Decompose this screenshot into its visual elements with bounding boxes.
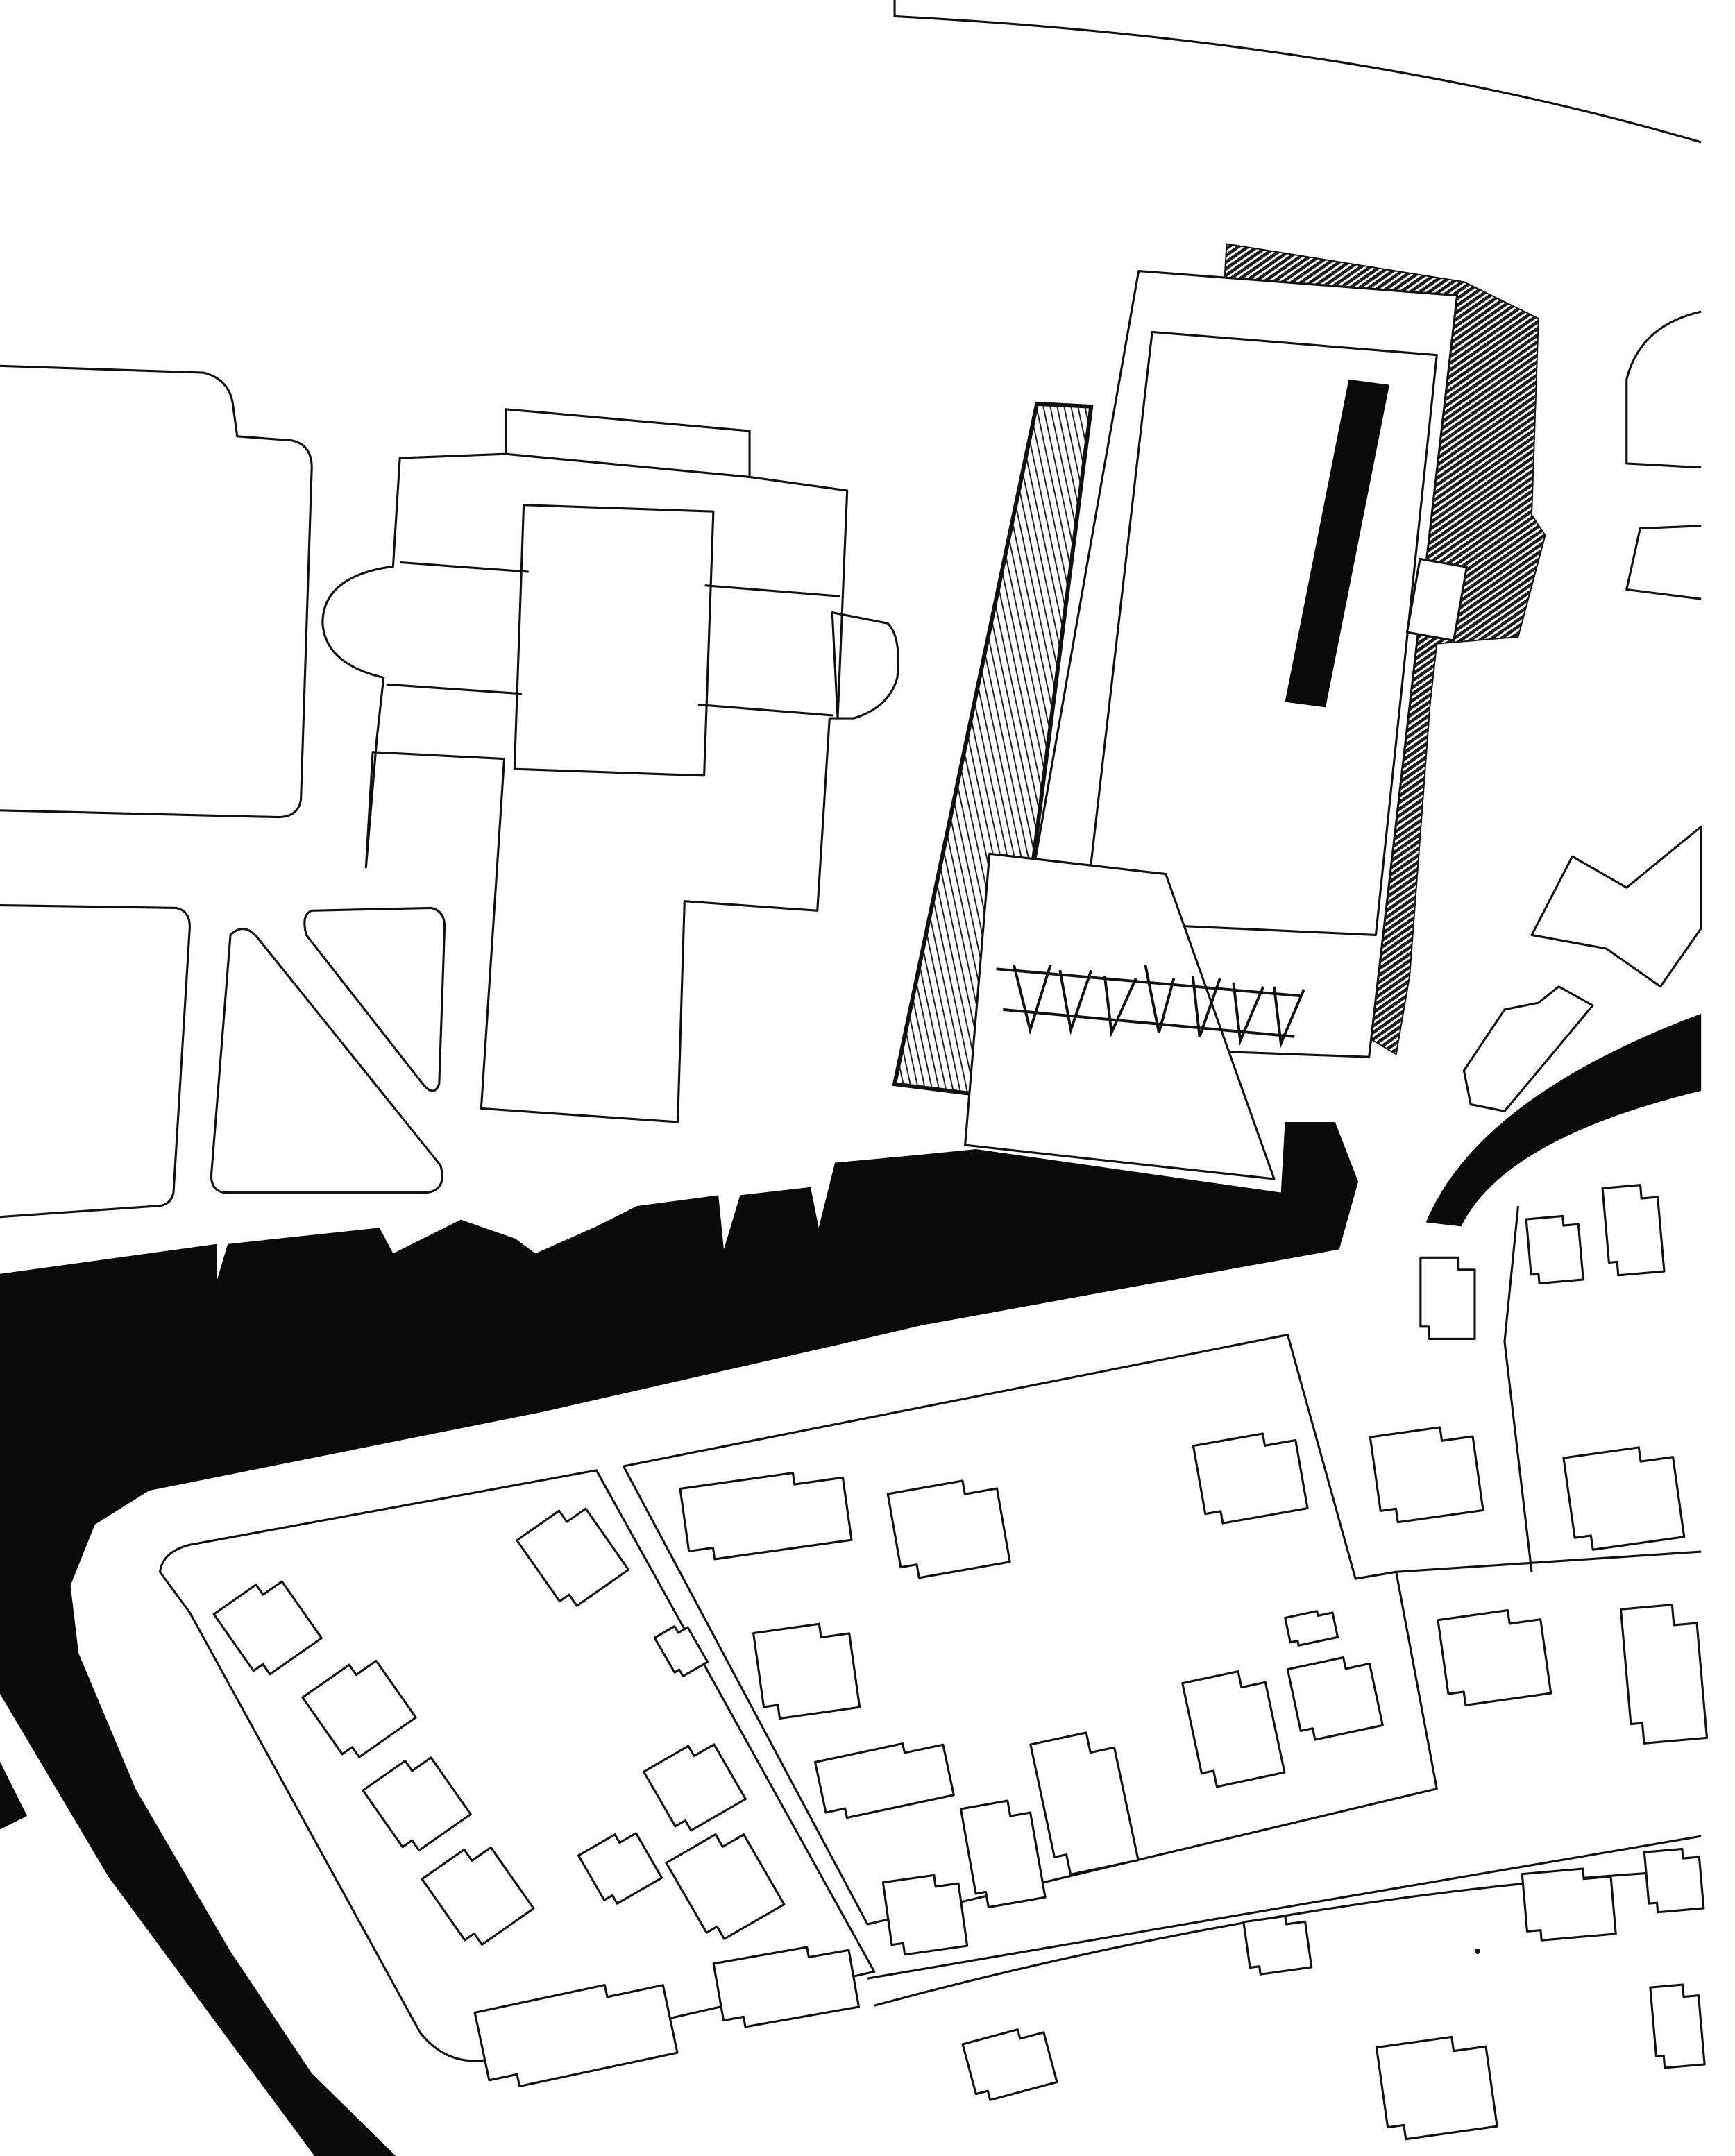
building-right-mid xyxy=(1625,525,1702,600)
house xyxy=(473,1984,679,2088)
house xyxy=(712,1946,861,2028)
stairs-east xyxy=(1285,379,1389,708)
house xyxy=(1521,1867,1617,1942)
house xyxy=(301,1659,417,1758)
house xyxy=(1649,1983,1706,2069)
triangle-block-2 xyxy=(303,906,446,1092)
survey-dot xyxy=(1475,1949,1480,1955)
house xyxy=(1619,1604,1709,1745)
house xyxy=(1369,1426,1484,1524)
house xyxy=(813,1742,955,1819)
house xyxy=(362,1756,472,1852)
house xyxy=(752,1622,861,1720)
house xyxy=(881,1874,969,1956)
house xyxy=(1286,1656,1384,1741)
road-strip-left xyxy=(0,1761,28,1830)
house xyxy=(1437,1609,1552,1706)
building-right-angled xyxy=(1530,825,1702,988)
cross-building xyxy=(321,408,899,1123)
house xyxy=(1525,1214,1584,1285)
house xyxy=(421,1846,535,1946)
house xyxy=(1375,2035,1498,2141)
houses xyxy=(212,1184,1709,2141)
house xyxy=(961,2028,1058,2101)
house xyxy=(577,1832,663,1905)
building-right-lower xyxy=(1462,985,1594,1112)
house xyxy=(665,1833,786,1940)
house xyxy=(1643,1847,1705,1914)
main-building xyxy=(892,243,1546,1180)
house xyxy=(1419,1256,1476,1340)
house xyxy=(1562,1446,1686,1551)
house xyxy=(959,1799,1047,1909)
main-road xyxy=(0,1121,1359,2156)
house xyxy=(643,1743,747,1832)
canopy-row xyxy=(996,964,1305,1049)
building-left xyxy=(0,364,313,819)
block-left xyxy=(0,903,191,1219)
curved-road-right xyxy=(1425,1013,1702,1227)
house xyxy=(1284,1610,1339,1647)
road-edge-top xyxy=(893,0,1702,144)
house xyxy=(886,1479,1011,1579)
house xyxy=(1242,1915,1313,1976)
house xyxy=(212,1580,323,1676)
house xyxy=(1601,1184,1666,1277)
house xyxy=(1192,1432,1309,1525)
house xyxy=(653,1625,709,1678)
house xyxy=(679,1472,853,1561)
house xyxy=(1029,1731,1140,1876)
house xyxy=(516,1507,630,1607)
triangle-block-1 xyxy=(210,928,443,1194)
building-right-top xyxy=(1625,310,1702,469)
house xyxy=(1181,1670,1286,1788)
